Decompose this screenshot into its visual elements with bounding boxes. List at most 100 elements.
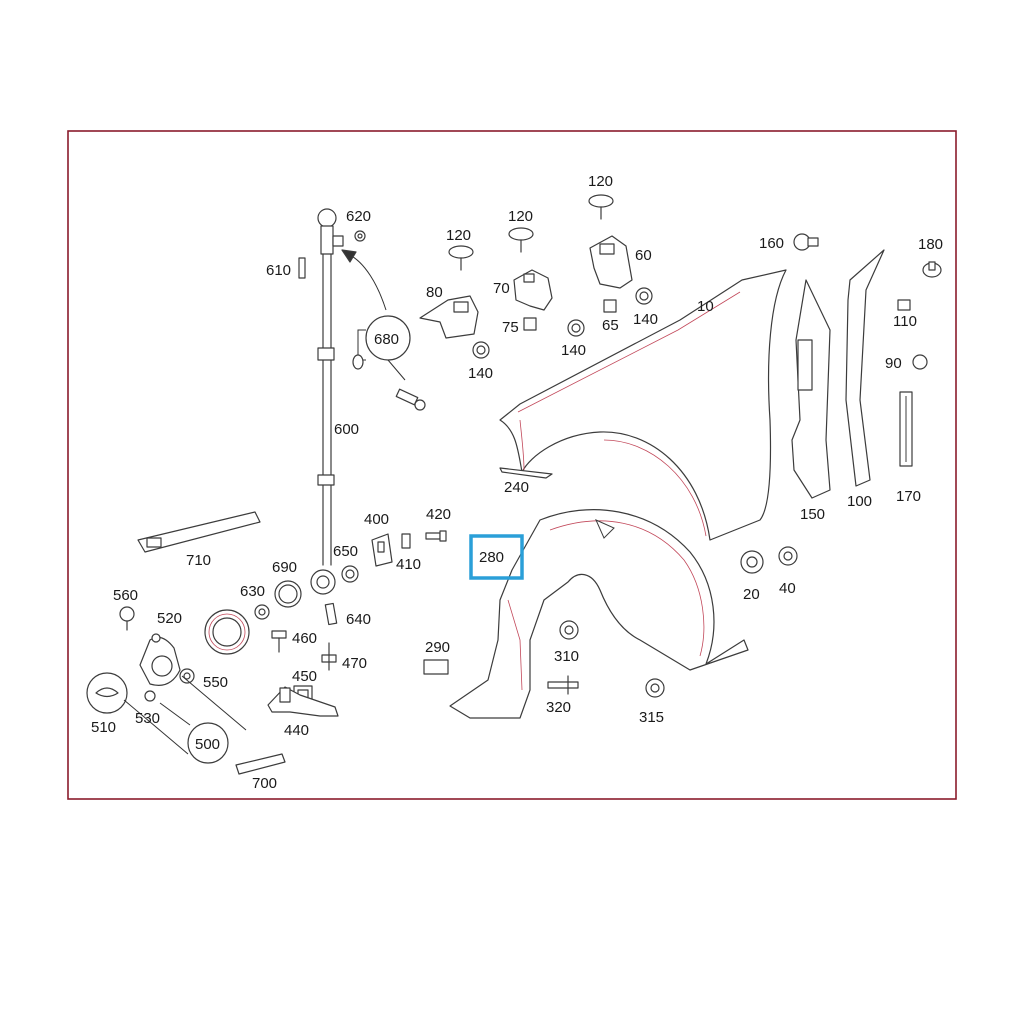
panel-part-150[interactable] xyxy=(791,279,831,499)
label-410[interactable]: 410 xyxy=(396,556,421,573)
label-60[interactable]: 60 xyxy=(635,247,652,264)
callout-circle-500[interactable] xyxy=(187,722,229,764)
nut-part-75[interactable] xyxy=(523,317,537,331)
screw-part-120-b[interactable] xyxy=(508,227,534,253)
pin-part-640[interactable] xyxy=(324,602,338,626)
label-690[interactable]: 690 xyxy=(272,559,297,576)
fender-part-10[interactable] xyxy=(499,269,787,541)
screw-part-320[interactable] xyxy=(547,675,579,695)
label-160[interactable]: 160 xyxy=(759,235,784,252)
label-10[interactable]: 10 xyxy=(697,298,714,315)
antenna-rod-part-600[interactable] xyxy=(310,208,344,595)
nut-part-310[interactable] xyxy=(559,620,579,640)
label-510[interactable]: 510 xyxy=(91,719,116,736)
screw-part-160[interactable] xyxy=(793,233,819,251)
wheel-liner-part-280[interactable] xyxy=(449,509,749,719)
label-550[interactable]: 550 xyxy=(203,674,228,691)
label-470[interactable]: 470 xyxy=(342,655,367,672)
label-700[interactable]: 700 xyxy=(252,775,277,792)
label-420[interactable]: 420 xyxy=(426,506,451,523)
clip-part-110[interactable] xyxy=(897,299,911,311)
label-600[interactable]: 600 xyxy=(334,421,359,438)
label-75[interactable]: 75 xyxy=(502,319,519,336)
label-630[interactable]: 630 xyxy=(240,583,265,600)
nut-part-140-c[interactable] xyxy=(635,287,653,305)
washer-part-530[interactable] xyxy=(144,690,156,702)
label-620[interactable]: 620 xyxy=(346,208,371,225)
label-450[interactable]: 450 xyxy=(292,668,317,685)
bracket-part-440[interactable] xyxy=(267,686,339,717)
label-280[interactable]: 280 xyxy=(479,549,504,566)
bracket-part-80[interactable] xyxy=(419,295,479,339)
nut-part-650[interactable] xyxy=(341,565,359,583)
screw-part-420[interactable] xyxy=(425,530,447,542)
bracket-part-60[interactable] xyxy=(589,235,633,289)
bracket-part-400[interactable] xyxy=(371,533,393,567)
seal-part-690[interactable] xyxy=(274,580,302,608)
strip-part-100[interactable] xyxy=(845,249,885,487)
label-530[interactable]: 530 xyxy=(135,710,160,727)
label-110[interactable]: 110 xyxy=(893,313,917,330)
label-520[interactable]: 520 xyxy=(157,610,182,627)
label-460[interactable]: 460 xyxy=(292,630,317,647)
strip-part-710[interactable] xyxy=(137,511,261,553)
screw-part-560[interactable] xyxy=(119,606,135,631)
nut-part-20[interactable] xyxy=(740,550,764,574)
screw-part-120-c[interactable] xyxy=(588,194,614,220)
label-710[interactable]: 710 xyxy=(186,552,211,569)
label-120-a[interactable]: 120 xyxy=(446,227,471,244)
label-180[interactable]: 180 xyxy=(918,236,943,253)
nut-part-550[interactable] xyxy=(179,668,195,684)
clip-part-90[interactable] xyxy=(912,354,928,370)
strip-part-170[interactable] xyxy=(899,391,913,467)
label-320[interactable]: 320 xyxy=(546,699,571,716)
label-140-a[interactable]: 140 xyxy=(468,365,493,382)
clip-part-290[interactable] xyxy=(423,659,449,675)
nut-part-315[interactable] xyxy=(645,678,665,698)
label-310[interactable]: 310 xyxy=(554,648,579,665)
label-65[interactable]: 65 xyxy=(602,317,619,334)
label-240[interactable]: 240 xyxy=(504,479,529,496)
label-20[interactable]: 20 xyxy=(743,586,760,603)
label-100[interactable]: 100 xyxy=(847,493,872,510)
screw-part-470[interactable] xyxy=(321,642,337,671)
washer-part-680[interactable] xyxy=(352,354,364,370)
screw-part-180[interactable] xyxy=(922,261,942,278)
label-500[interactable]: 500 xyxy=(195,736,220,753)
label-560[interactable]: 560 xyxy=(113,587,138,604)
bolt-part-680[interactable] xyxy=(395,388,426,411)
lamp-part-500[interactable] xyxy=(204,609,250,655)
label-140-c[interactable]: 140 xyxy=(633,311,658,328)
seal-part-240[interactable] xyxy=(499,467,553,479)
label-70[interactable]: 70 xyxy=(493,280,510,297)
label-140-b[interactable]: 140 xyxy=(561,342,586,359)
screw-part-460[interactable] xyxy=(271,630,287,653)
cap-part-510[interactable] xyxy=(86,672,128,714)
label-440[interactable]: 440 xyxy=(284,722,309,739)
label-650[interactable]: 650 xyxy=(333,543,358,560)
washer-part-630[interactable] xyxy=(254,604,270,620)
cover-part-520[interactable] xyxy=(139,633,181,686)
bracket-part-70[interactable] xyxy=(513,269,553,311)
label-170[interactable]: 170 xyxy=(896,488,921,505)
clip-part-410[interactable] xyxy=(401,533,411,549)
pad-part-700[interactable] xyxy=(235,753,286,775)
nut-part-140-a[interactable] xyxy=(472,341,490,359)
label-640[interactable]: 640 xyxy=(346,611,371,628)
label-120-b[interactable]: 120 xyxy=(508,208,533,225)
nut-part-40[interactable] xyxy=(778,546,798,566)
label-40[interactable]: 40 xyxy=(779,580,796,597)
clip-part-610[interactable] xyxy=(298,257,306,279)
label-610[interactable]: 610 xyxy=(266,262,291,279)
highlight-box-280[interactable] xyxy=(469,534,524,580)
label-315[interactable]: 315 xyxy=(639,709,664,726)
label-290[interactable]: 290 xyxy=(425,639,450,656)
nut-part-65[interactable] xyxy=(603,299,617,313)
label-150[interactable]: 150 xyxy=(800,506,825,523)
label-80[interactable]: 80 xyxy=(426,284,443,301)
label-90[interactable]: 90 xyxy=(885,355,902,372)
nut-part-620[interactable] xyxy=(354,230,366,242)
label-120-c[interactable]: 120 xyxy=(588,173,613,190)
label-400[interactable]: 400 xyxy=(364,511,389,528)
label-680[interactable]: 680 xyxy=(374,331,399,348)
